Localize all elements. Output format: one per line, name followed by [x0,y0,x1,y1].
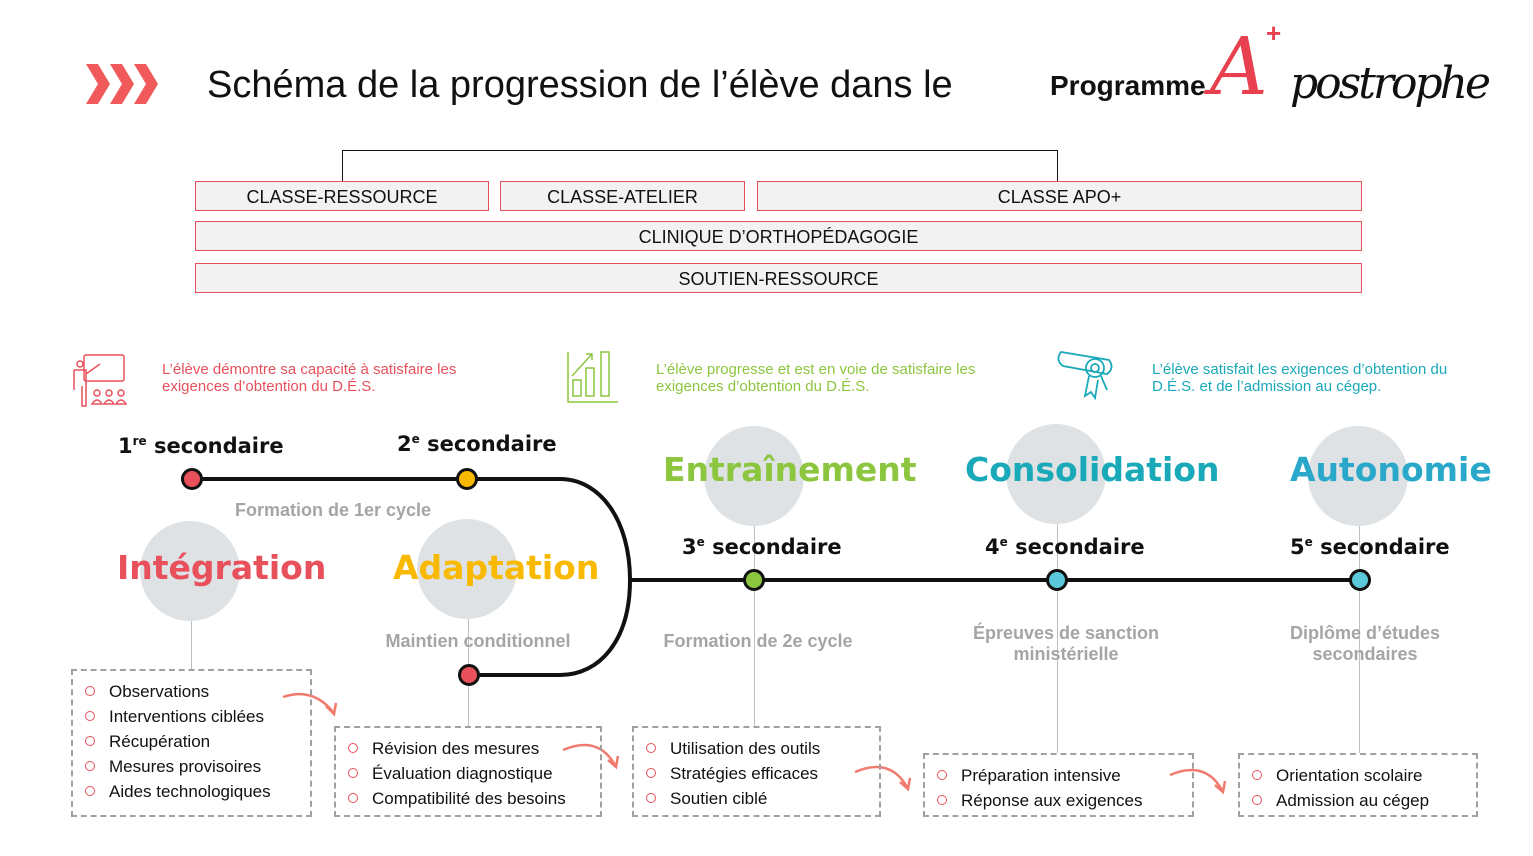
bracket-line [342,150,1058,181]
logo-plus: + [1266,18,1282,48]
grade-3e: 3e secondaire [682,535,842,559]
bubble-entrainement [704,426,804,526]
teacher-icon [73,354,128,407]
bubble-consolidation [1006,424,1106,524]
list-item: Compatibilité des besoins [348,786,590,811]
list-item: Préparation intensive [937,763,1182,788]
logo-letter: A [1210,20,1268,113]
list-adaptation: Révision des mesures Évaluation diagnost… [334,726,602,817]
node-5e [1349,569,1371,591]
connector [1359,526,1360,753]
list-integration: Observations Interventions ciblées Récup… [71,669,312,817]
node-1re [181,468,203,490]
list-item: Évaluation diagnostique [348,761,590,786]
description-progression: L’élève progresse et est en voie de sati… [656,361,976,395]
service-classe-apo: CLASSE APO+ [757,181,1362,211]
grade-5e: 5e secondaire [1290,535,1450,559]
list-item: Récupération [85,729,300,754]
list-item: Observations [85,679,300,704]
stage-entrainement: Entraînement [663,450,917,489]
subtitle-maintien: Maintien conditionnel [385,631,571,651]
subtitle-cycle1: Formation de 1er cycle [234,500,432,520]
list-item: Aides technologiques [85,779,300,804]
list-item: Réponse aux exigences [937,788,1182,813]
subtitle-epreuves: Épreuves de sanction ministérielle [972,623,1160,664]
list-item: Mesures provisoires [85,754,300,779]
list-item: Orientation scolaire [1252,763,1466,788]
list-consolidation: Préparation intensive Réponse aux exigen… [923,753,1194,817]
bubble-autonomie [1308,426,1408,526]
connector [754,526,755,727]
stage-adaptation: Adaptation [393,548,600,587]
list-item: Admission au cégep [1252,788,1466,813]
chevrons-icon [86,64,158,104]
node-4e [1046,569,1068,591]
list-autonomie: Orientation scolaire Admission au cégep [1238,753,1478,817]
subtitle-cycle2: Formation de 2e cycle [663,631,853,651]
node-2e [456,468,478,490]
description-integration: L’élève démontre sa capacité à satisfair… [162,361,457,395]
service-classe-ressource: CLASSE-RESSOURCE [195,181,489,211]
subtitle-diplome: Diplôme d’études secondaires [1289,623,1441,664]
list-item: Révision des mesures [348,736,590,761]
bubble-integration [140,521,240,621]
program-label: Programme [1050,70,1206,101]
grade-2e: 2e secondaire [397,432,557,456]
list-entrainement: Utilisation des outils Stratégies effica… [632,726,881,817]
stage-autonomie: Autonomie [1290,450,1492,489]
logo-text: postrophe [1290,58,1491,109]
connector [1057,524,1058,753]
page-title: Schéma de la progression de l’élève dans… [207,64,953,106]
list-item: Stratégies efficaces [646,761,869,786]
list-item: Interventions ciblées [85,704,300,729]
list-item: Utilisation des outils [646,736,869,761]
growth-chart-icon [567,351,618,403]
stage-consolidation: Consolidation [965,450,1220,489]
node-maintien [458,664,480,686]
description-autonomie: L’élève satisfait les exigences d’obtent… [1152,361,1448,395]
list-item: Soutien ciblé [646,786,869,811]
service-clinique: CLINIQUE D’ORTHOPÉDAGOGIE [195,221,1362,251]
stage-integration: Intégration [117,548,327,587]
node-3e [743,569,765,591]
grade-1re: 1re secondaire [118,434,284,458]
connector [191,621,192,669]
bubble-adaptation [417,519,517,619]
service-soutien: SOUTIEN-RESSOURCE [195,263,1362,293]
diploma-icon [1057,351,1113,400]
service-classe-atelier: CLASSE-ATELIER [500,181,745,211]
grade-4e: 4e secondaire [985,535,1145,559]
